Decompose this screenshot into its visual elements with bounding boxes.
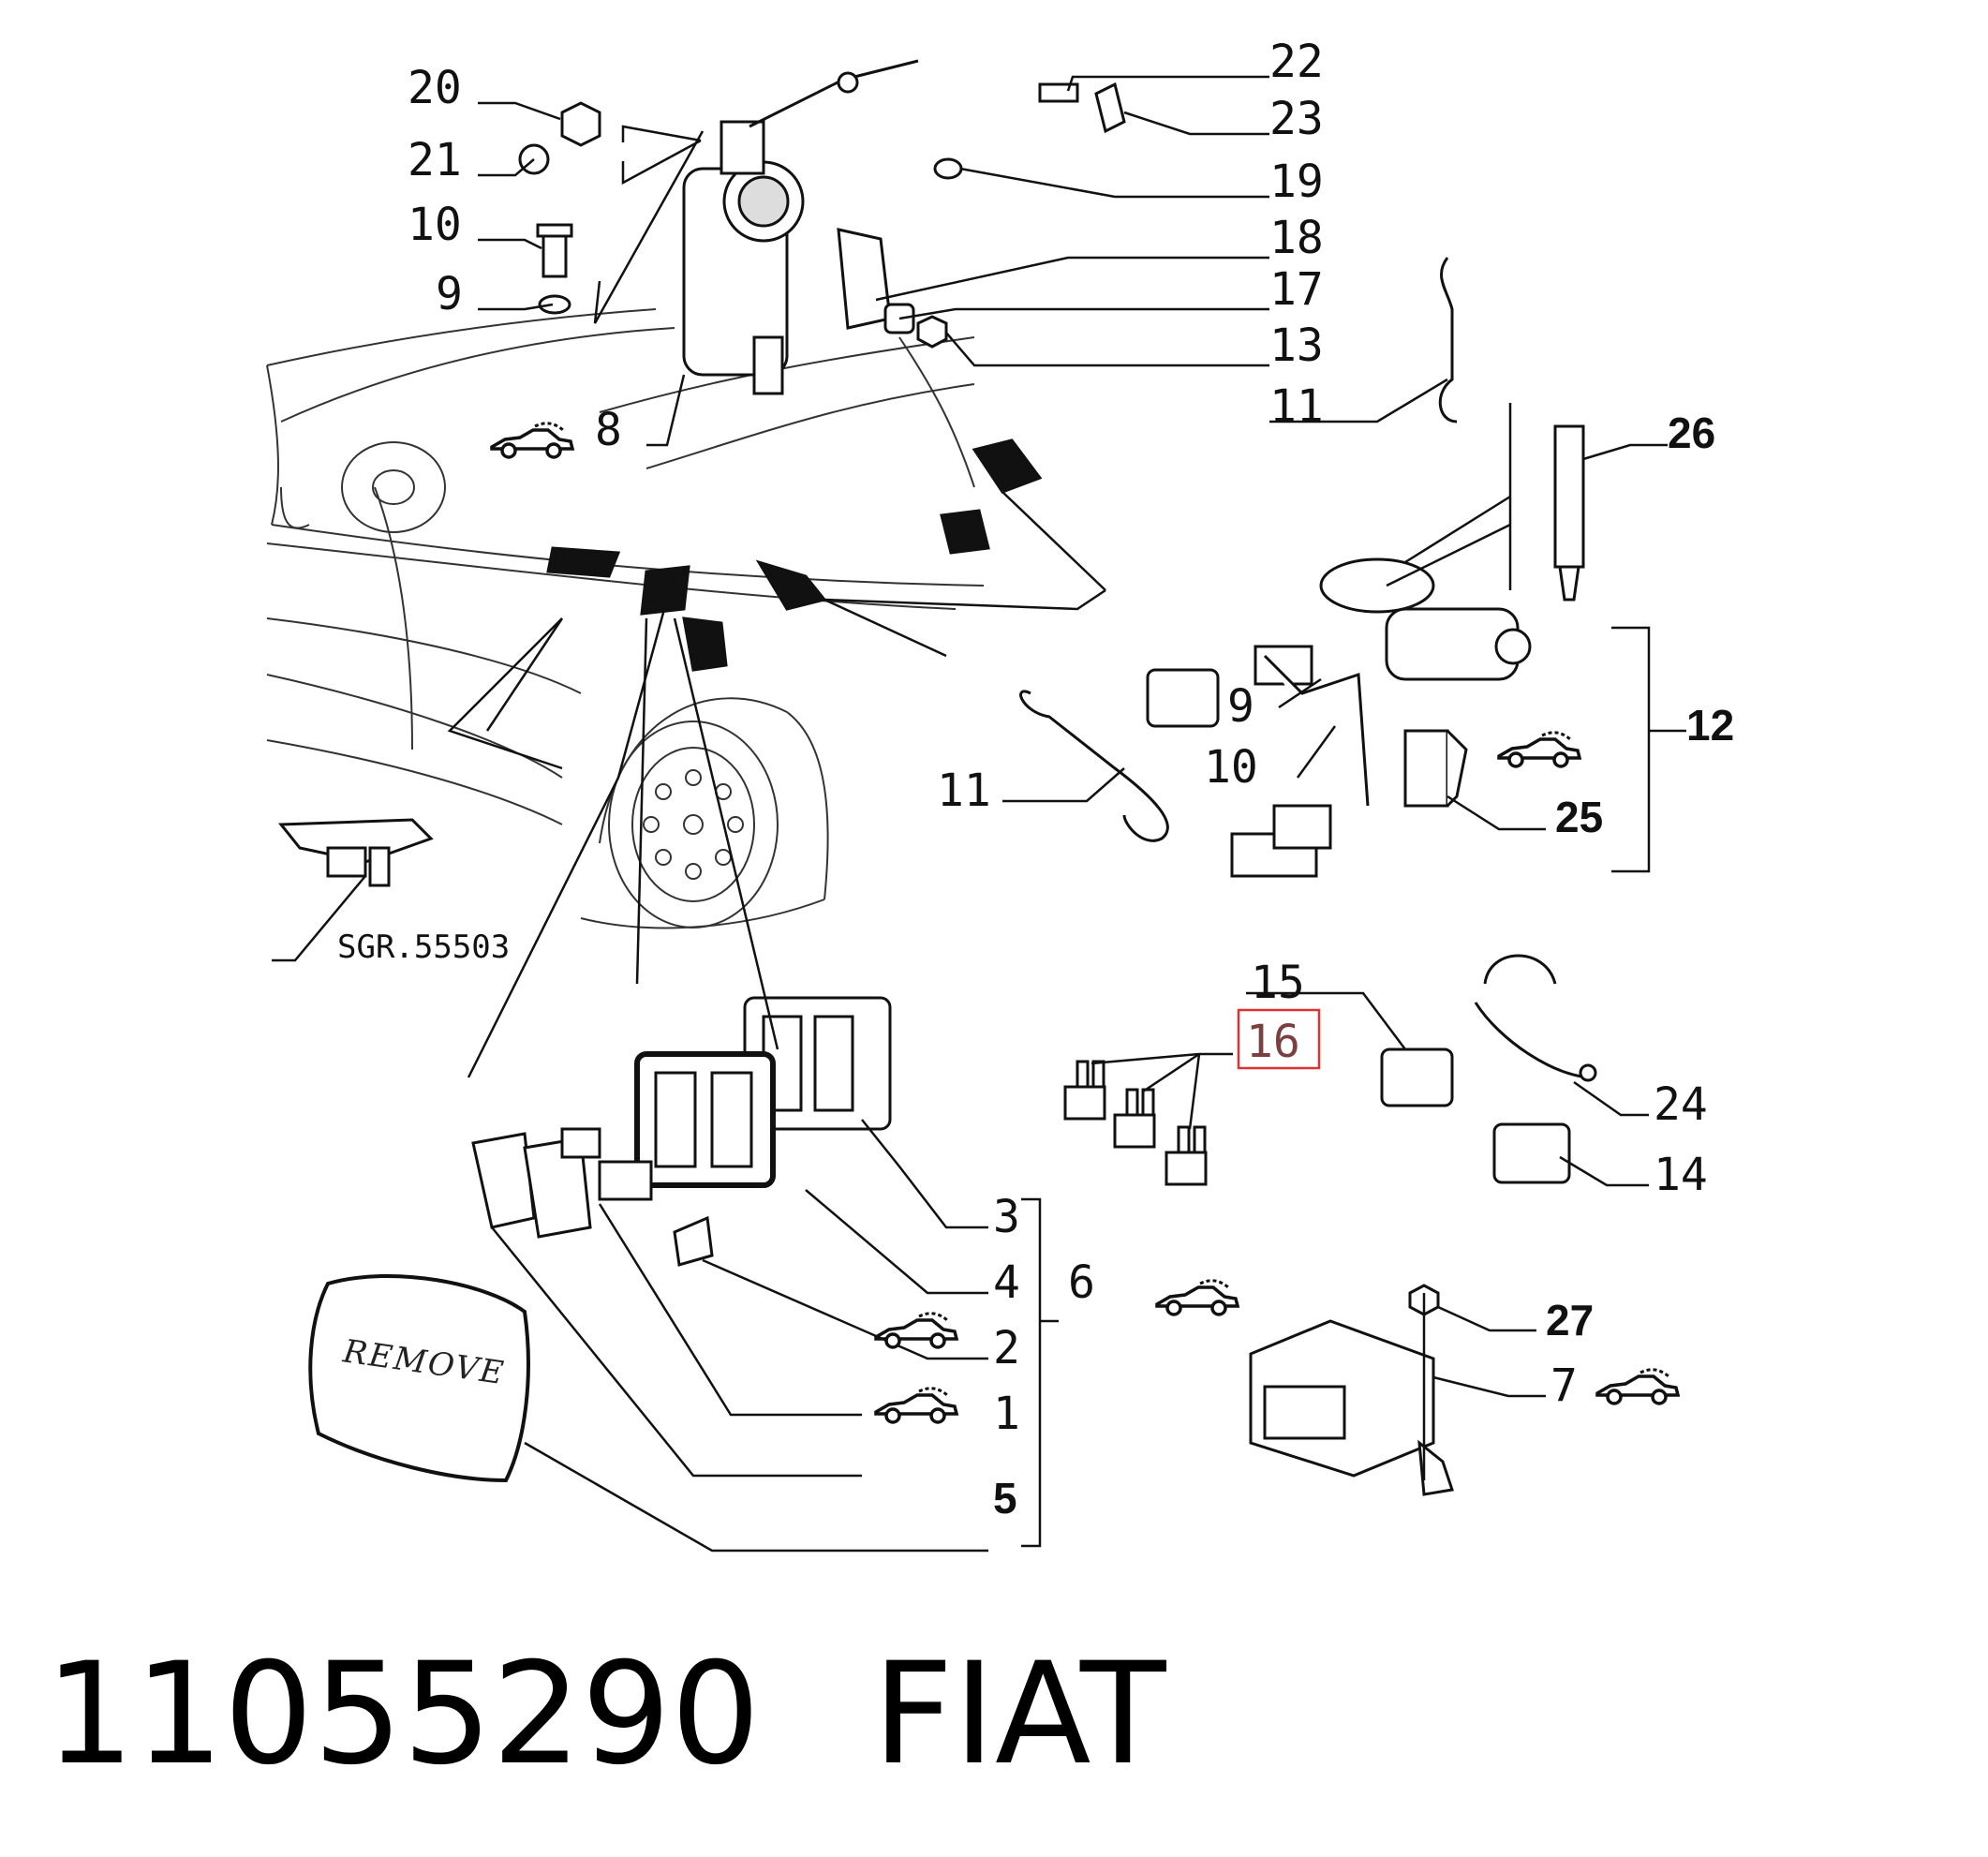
car-body-illustration — [266, 308, 985, 929]
cable-loops-11 — [1019, 257, 1458, 842]
callout-9a: 9 — [436, 268, 463, 320]
callout-26: 26 — [1668, 409, 1715, 457]
callout-1: 1 — [993, 1388, 1020, 1440]
part-number: 11055290 — [45, 1633, 761, 1796]
cable-22-23 — [749, 59, 919, 128]
callout-8: 8 — [595, 404, 622, 456]
clip-24 — [1474, 954, 1597, 1082]
callout-9b: 9 — [1227, 680, 1254, 733]
callout-2: 2 — [993, 1322, 1020, 1374]
fuel-sender-26 — [1553, 424, 1585, 602]
callout-10b: 10 — [1204, 741, 1258, 794]
sgr-bracket — [277, 818, 434, 887]
dash-clips — [546, 438, 1043, 672]
convertible-icon-2 — [874, 1312, 958, 1349]
convertible-icon-1 — [874, 1387, 958, 1424]
callout-10a: 10 — [408, 199, 462, 251]
wheel-holes — [643, 769, 744, 880]
callout-27: 27 — [1546, 1296, 1594, 1344]
motor-assembly-12 — [1146, 557, 1532, 878]
callout-17: 17 — [1269, 263, 1324, 316]
window-motor-8 — [682, 120, 805, 395]
callout-24: 24 — [1654, 1078, 1708, 1131]
callout-14: 14 — [1654, 1149, 1708, 1201]
callout-25: 25 — [1555, 793, 1603, 841]
relay-25 — [1403, 729, 1468, 808]
callout-15: 15 — [1251, 957, 1305, 1009]
leader-lines — [272, 75, 1686, 1552]
callout-7: 7 — [1550, 1359, 1578, 1412]
remove-badge-5: REMOVE — [308, 1273, 530, 1483]
convertible-icon-12 — [1497, 731, 1581, 768]
callout-6: 6 — [1068, 1256, 1095, 1309]
callout-13: 13 — [1269, 319, 1324, 372]
callout-20: 20 — [408, 62, 462, 114]
part-number-footer: 11055290 FIAT — [45, 1630, 1166, 1799]
callout-23: 23 — [1269, 93, 1324, 145]
sgr-reference-label: SGR.55503 — [337, 928, 510, 966]
small-hardware — [518, 82, 1126, 349]
callout-19: 19 — [1269, 156, 1324, 208]
convertible-icon-8 — [490, 422, 574, 459]
callout-3: 3 — [993, 1191, 1020, 1243]
control-unit-7 — [1249, 1284, 1454, 1496]
callout-21: 21 — [408, 134, 462, 186]
brand-name: FIAT — [872, 1633, 1166, 1796]
callout-18: 18 — [1269, 212, 1324, 264]
relays-14-15 — [1380, 1047, 1571, 1184]
switch-frames-3-4 — [634, 996, 892, 1267]
callout-11b: 11 — [937, 765, 991, 817]
callout-4: 4 — [993, 1256, 1020, 1309]
callout-16: 16 — [1246, 1016, 1300, 1068]
convertible-icon-7a — [1155, 1279, 1239, 1316]
switches-1-2 — [471, 1127, 653, 1239]
callout-11a: 11 — [1269, 380, 1324, 433]
callout-5: 5 — [993, 1474, 1017, 1523]
highlight-box-16 — [1237, 1008, 1321, 1070]
callout-12: 12 — [1686, 701, 1734, 750]
callout-22: 22 — [1269, 36, 1324, 88]
convertible-icon-7b — [1595, 1368, 1680, 1405]
fuses-16 — [1063, 1060, 1208, 1186]
